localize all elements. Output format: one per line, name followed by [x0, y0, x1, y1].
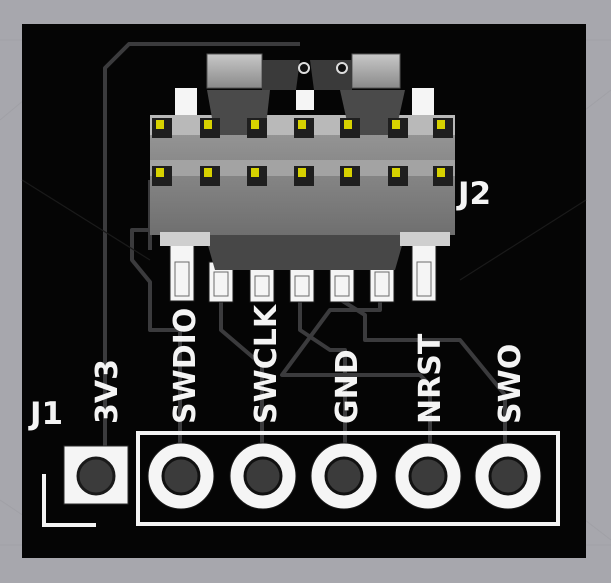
pin-label-3v3: 3V3 [90, 359, 125, 424]
pin-label-gnd: GND [330, 349, 365, 424]
j1-pin-labels: 3V3 SWDIO SWCLK GND NRST SWO [90, 303, 528, 424]
board-fill-lines [21, 179, 587, 281]
pin-label-swclk: SWCLK [249, 303, 284, 424]
pin-label-swdio: SWDIO [168, 308, 203, 424]
j2-pins [152, 118, 453, 186]
j1-pads [63, 442, 542, 510]
j1-reference-label: J1 [28, 396, 63, 432]
pin-label-swo: SWO [493, 344, 528, 424]
j1-silkscreen-outline [42, 431, 560, 527]
pin-label-nrst: NRST [413, 333, 448, 424]
j2-bottom-pad-insets [174, 261, 432, 297]
j2-reference-label: J2 [456, 176, 491, 212]
